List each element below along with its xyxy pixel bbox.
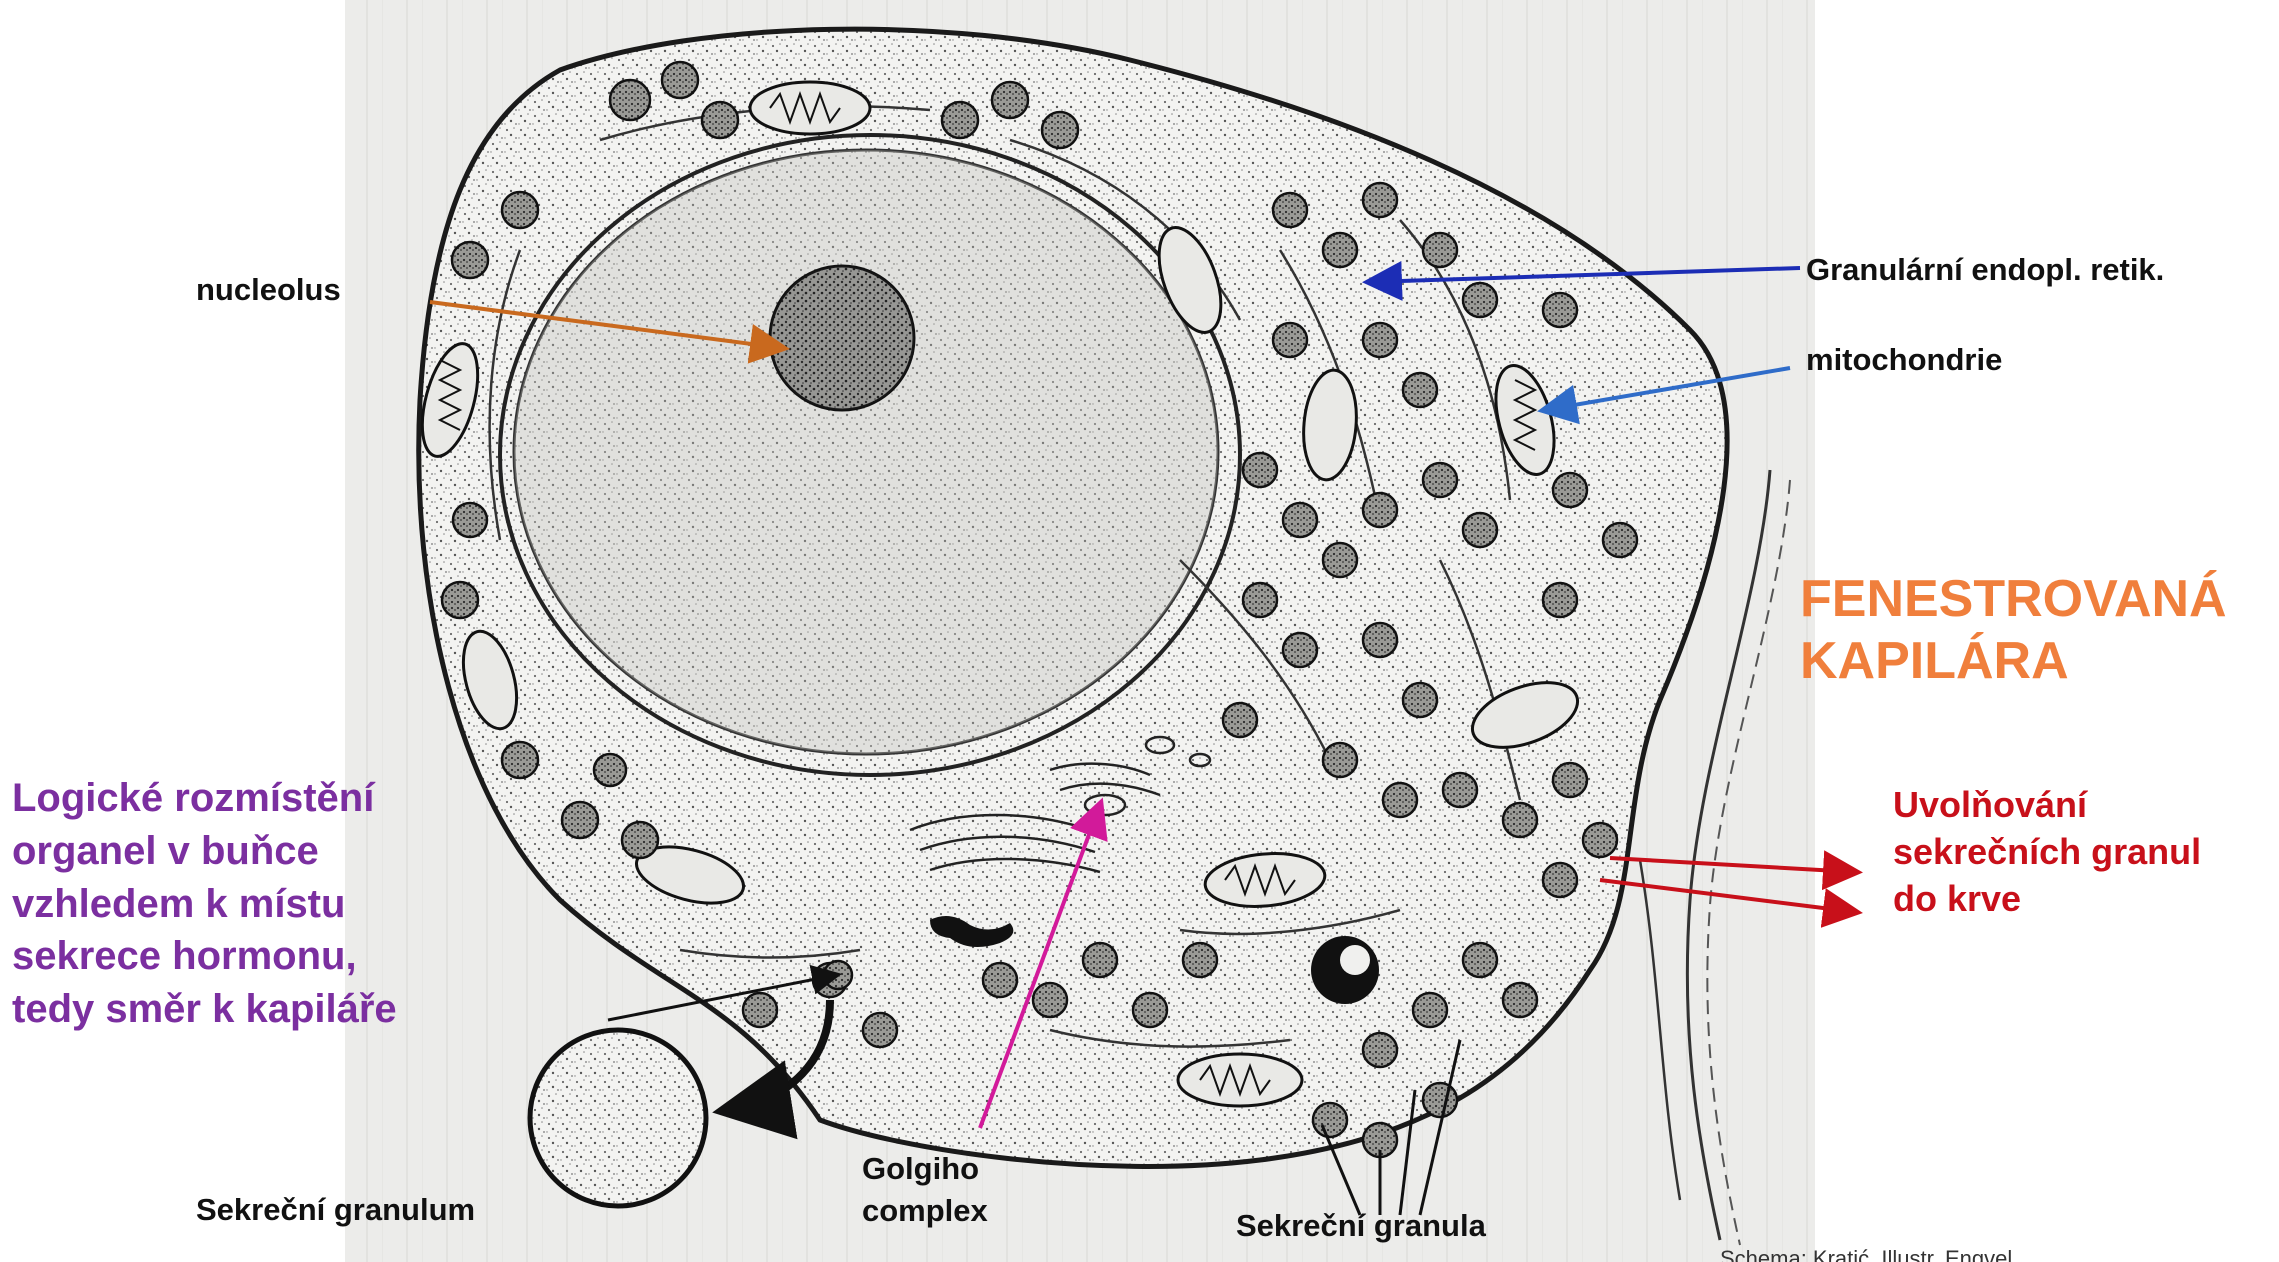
golgiho-line-2: complex (862, 1190, 988, 1232)
nucleolus-label: nucleolus (196, 272, 341, 309)
logicke-line-2: organel v buňce (12, 825, 397, 878)
fenestrovana-line-1: FENESTROVANÁ (1800, 568, 2227, 630)
released-granulum (530, 1030, 706, 1206)
logicke-rozmisteni-label: Logické rozmístění organel v buňce vzhle… (12, 772, 397, 1036)
logicke-line-4: sekrece hormonu, (12, 930, 397, 983)
image-credit: Schema: Kratić, Illustr. Engvel (1720, 1246, 2012, 1262)
granular-er-label: Granulární endopl. retik. (1806, 252, 2164, 289)
golgiho-complex-label: Golgiho complex (862, 1148, 988, 1232)
mitochondrie-label: mitochondrie (1806, 342, 2002, 379)
uvolnovani-line-1: Uvolňování (1893, 782, 2201, 829)
fenestrovana-line-2: KAPILÁRA (1800, 630, 2227, 692)
golgiho-line-1: Golgiho (862, 1148, 988, 1190)
fenestrovana-kapilara-label: FENESTROVANÁ KAPILÁRA (1800, 568, 2227, 693)
logicke-line-1: Logické rozmístění (12, 772, 397, 825)
logicke-line-3: vzhledem k místu (12, 878, 397, 931)
uvolnovani-line-3: do krve (1893, 876, 2201, 923)
sekrecni-granula-label: Sekreční granula (1236, 1208, 1486, 1245)
uvolnovani-line-2: sekrečních granul (1893, 829, 2201, 876)
sekrecni-granulum-label: Sekreční granulum (196, 1192, 475, 1229)
logicke-line-5: tedy směr k kapiláře (12, 983, 397, 1036)
uvolnovani-label: Uvolňování sekrečních granul do krve (1893, 782, 2201, 922)
